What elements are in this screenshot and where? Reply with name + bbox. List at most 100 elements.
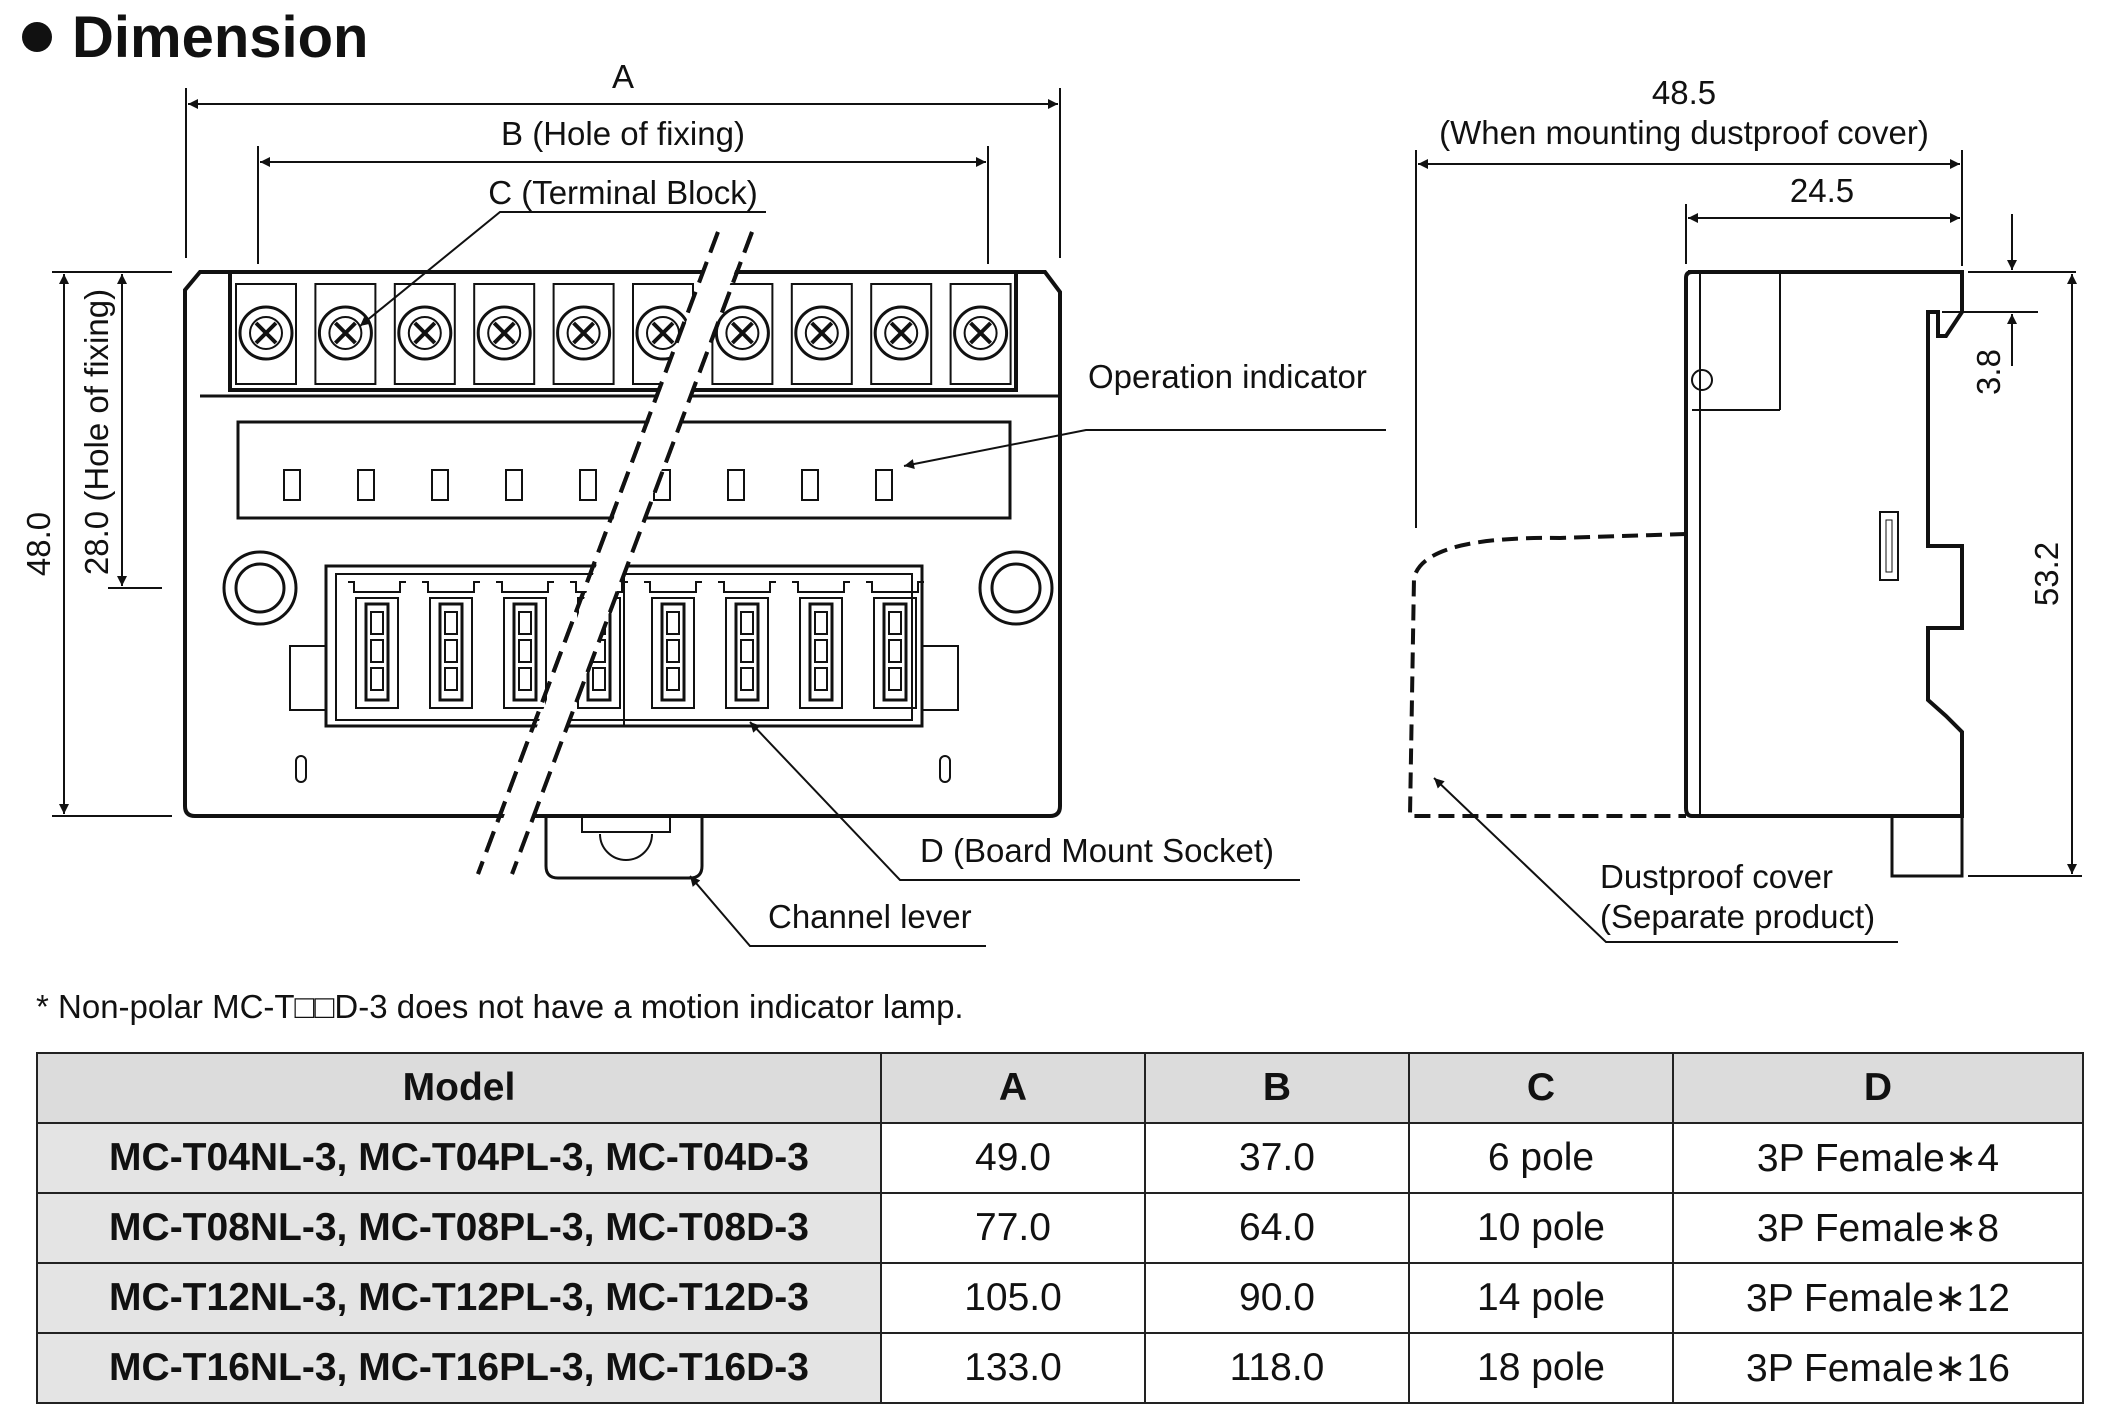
table-row: MC-T16NL-3, MC-T16PL-3, MC-T16D-3 133.0 … xyxy=(36,1332,2084,1404)
cell-d: 3P Female∗8 xyxy=(1672,1192,2084,1264)
height-fixing-label: 28.0 (Hole of fixing) xyxy=(78,289,115,575)
terminal-cell xyxy=(235,283,297,385)
socket-contact xyxy=(725,597,769,709)
cell-model: MC-T12NL-3, MC-T12PL-3, MC-T12D-3 xyxy=(36,1262,882,1334)
socket-contact xyxy=(799,597,843,709)
screw-icon xyxy=(397,305,453,361)
cell-b: 64.0 xyxy=(1144,1192,1410,1264)
cell-d: 3P Female∗4 xyxy=(1672,1122,2084,1194)
terminal-cell xyxy=(393,283,456,385)
height-total-label: 48.0 xyxy=(20,512,57,576)
mount-hole-right xyxy=(978,550,1054,626)
side-body xyxy=(1684,270,1964,818)
header-a: A xyxy=(880,1052,1146,1124)
spec-table: Model A B C D MC-T04NL-3, MC-T04PL-3, MC… xyxy=(36,1052,2084,1404)
cover-label-line2: (Separate product) xyxy=(1600,898,1875,935)
screw-icon xyxy=(317,305,373,361)
socket-contact xyxy=(429,597,473,709)
dim-a-label: A xyxy=(612,58,634,95)
height-label: 53.2 xyxy=(2028,542,2065,606)
cell-a: 77.0 xyxy=(880,1192,1146,1264)
table-row: MC-T04NL-3, MC-T04PL-3, MC-T04D-3 49.0 3… xyxy=(36,1122,2084,1194)
cell-a: 49.0 xyxy=(880,1122,1146,1194)
section-title-text: Dimension xyxy=(72,4,369,70)
side-view xyxy=(1407,270,1964,878)
indicator-lamp xyxy=(283,469,301,501)
cell-model: MC-T04NL-3, MC-T04PL-3, MC-T04D-3 xyxy=(36,1122,882,1194)
terminal-screws xyxy=(235,283,1012,385)
cell-d: 3P Female∗12 xyxy=(1672,1262,2084,1334)
channel-lever-label: Channel lever xyxy=(768,898,972,935)
depth-label: 24.5 xyxy=(1790,172,1854,209)
cell-c: 10 pole xyxy=(1408,1192,1674,1264)
cover-label-line1: Dustproof cover xyxy=(1600,858,1833,895)
cell-b: 90.0 xyxy=(1144,1262,1410,1334)
terminal-cell xyxy=(870,283,933,385)
depth-with-cover-label: 48.5 xyxy=(1652,74,1716,111)
depth-with-cover-note: (When mounting dustproof cover) xyxy=(1439,114,1929,151)
cell-c: 14 pole xyxy=(1408,1262,1674,1334)
indicator-lamp xyxy=(505,469,523,501)
socket-contacts xyxy=(348,581,924,709)
table-header-row: Model A B C D xyxy=(36,1052,2084,1124)
screw-icon xyxy=(794,305,850,361)
cell-b: 118.0 xyxy=(1144,1332,1410,1404)
cell-d: 3P Female∗16 xyxy=(1672,1332,2084,1404)
table-row: MC-T08NL-3, MC-T08PL-3, MC-T08D-3 77.0 6… xyxy=(36,1192,2084,1264)
indicator-lamp xyxy=(431,469,449,501)
din-rail-clip xyxy=(1890,814,1964,878)
housing-outline xyxy=(183,270,1062,818)
side-dimension-labels: 48.5 (When mounting dustproof cover) 24.… xyxy=(1439,74,2065,935)
terminal-cell xyxy=(314,283,377,385)
socket-contact xyxy=(503,597,547,709)
header-d: D xyxy=(1672,1052,2084,1124)
screw-icon xyxy=(556,305,612,361)
socket-label: D (Board Mount Socket) xyxy=(920,832,1274,869)
dimension-drawing: A B (Hole of fixing) C (Terminal Block) … xyxy=(20,58,2082,947)
cell-b: 37.0 xyxy=(1144,1122,1410,1194)
screw-icon xyxy=(238,305,294,361)
socket-contact xyxy=(651,597,695,709)
header-model: Model xyxy=(36,1052,882,1124)
side-dimensions xyxy=(1415,150,2082,943)
bullet-icon xyxy=(22,22,52,52)
dustproof-cover xyxy=(1407,532,1687,818)
cell-c: 18 pole xyxy=(1408,1332,1674,1404)
indicator-lamp xyxy=(875,469,893,501)
section-title: Dimension xyxy=(22,0,369,74)
terminal-cell xyxy=(552,283,615,385)
cell-model: MC-T08NL-3, MC-T08PL-3, MC-T08D-3 xyxy=(36,1192,882,1264)
operation-indicator-label: Operation indicator xyxy=(1088,358,1367,395)
terminal-cell xyxy=(473,283,536,385)
screw-icon xyxy=(714,305,770,361)
terminal-cell xyxy=(790,283,853,385)
dim-top-label: 3.8 xyxy=(1970,349,2007,395)
front-view xyxy=(183,230,1062,880)
indicator-lamps xyxy=(283,469,893,501)
dim-b-label: B (Hole of fixing) xyxy=(501,115,745,152)
cell-c: 6 pole xyxy=(1408,1122,1674,1194)
indicator-lamp xyxy=(801,469,819,501)
indicator-lamp xyxy=(579,469,597,501)
screw-icon xyxy=(953,305,1009,361)
indicator-lamp xyxy=(357,469,375,501)
channel-lever xyxy=(544,816,704,880)
socket-contact xyxy=(355,597,399,709)
footnote: * Non-polar MC-T□□D-3 does not have a mo… xyxy=(36,988,964,1025)
header-c: C xyxy=(1408,1052,1674,1124)
screw-icon xyxy=(476,305,532,361)
terminal-block xyxy=(228,270,1018,392)
screw-icon xyxy=(873,305,929,361)
indicator-lamp xyxy=(727,469,745,501)
cell-a: 133.0 xyxy=(880,1332,1146,1404)
socket-contact xyxy=(873,597,917,709)
terminal-cell xyxy=(949,283,1012,385)
front-dimensions xyxy=(52,88,1386,947)
mount-hole-left xyxy=(222,550,298,626)
front-dimension-labels: A B (Hole of fixing) C (Terminal Block) … xyxy=(20,58,1367,935)
header-b: B xyxy=(1144,1052,1410,1124)
cell-model: MC-T16NL-3, MC-T16PL-3, MC-T16D-3 xyxy=(36,1332,882,1404)
dim-c-label: C (Terminal Block) xyxy=(488,174,758,211)
table-row: MC-T12NL-3, MC-T12PL-3, MC-T12D-3 105.0 … xyxy=(36,1262,2084,1334)
cell-a: 105.0 xyxy=(880,1262,1146,1334)
